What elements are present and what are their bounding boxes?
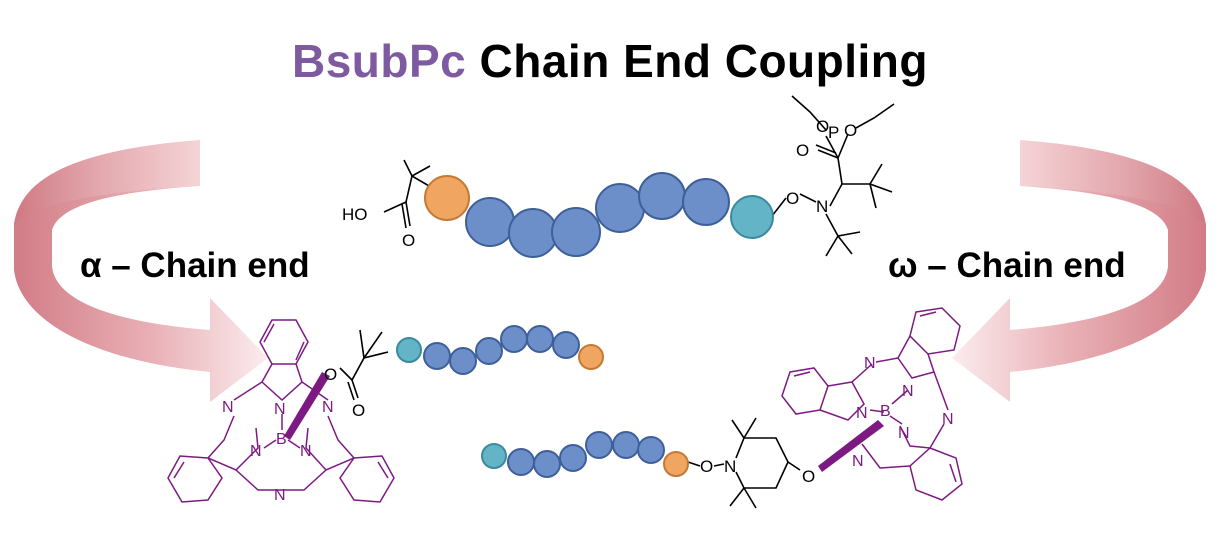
alpha-polymer-bead-3 [449, 347, 477, 375]
top-polymer-bead-1 [424, 175, 470, 221]
phosphoryl-oxygen-label: O [796, 141, 809, 160]
nitroxide-nitrogen-label: N [816, 197, 828, 216]
alpha-polymer-bead-2 [423, 342, 451, 370]
omega-nitrogen-inner-left: N [856, 405, 868, 422]
alpha-polymer-bead-4 [475, 337, 503, 365]
alpha-nitrogen-bottom: N [274, 487, 286, 504]
top-polymer-bead-4 [551, 207, 601, 257]
omega-polymer-beads [481, 431, 689, 478]
ester-oxygen-label-b: O [844, 121, 857, 140]
omega-linker-atoms: O N O [700, 457, 815, 486]
omega-nitrogen-top: N [864, 355, 876, 372]
omega-polymer-bead-4 [559, 444, 587, 472]
omega-nitrogen-inner-bottom: N [898, 425, 910, 442]
alpha-chain-end-label: α – Chain end [80, 246, 310, 285]
alpha-linker [339, 329, 389, 401]
omega-nitrogen-bottom: N [852, 453, 864, 470]
omega-aminoxy-oxygen: O [700, 457, 713, 476]
alpha-polymer-bead-5 [500, 325, 528, 353]
alpha-nitrogen-top: N [274, 401, 286, 418]
top-polymer-bead-6 [638, 172, 686, 220]
hydroxyl-label: HO [342, 205, 368, 224]
alpha-nitrogen-inner-left: N [250, 443, 262, 460]
top-polymer-bead-5 [595, 183, 645, 233]
alpha-polymer-bead-8 [578, 344, 604, 370]
omega-linker [687, 417, 801, 509]
alpha-nitrogen-right: N [322, 399, 334, 416]
left-curved-arrow [14, 140, 268, 402]
omega-polymer-bead-1 [481, 443, 507, 469]
omega-polymer-bead-7 [637, 436, 665, 464]
alpha-polymer-bead-6 [526, 325, 554, 353]
top-polymer-bead-3 [508, 208, 558, 258]
alpha-bsubpc-atoms: N N N B N N N [222, 399, 334, 504]
alpha-nitrogen-inner-right: N [300, 443, 312, 460]
top-polymer-bead-7 [682, 178, 730, 226]
omega-piperidine-nitrogen: N [724, 457, 736, 476]
phosphorus-label: P [828, 123, 839, 142]
ester-oxygen-label-a: O [816, 117, 829, 136]
alpha-carbonyl-oxygen: O [352, 401, 365, 420]
alpha-ester-oxygen: O [324, 365, 337, 384]
top-polymer-structure [383, 95, 895, 257]
omega-polymer-bead-3 [533, 450, 561, 478]
omega-nitrogen-right: N [942, 411, 954, 428]
alpha-polymer-bead-7 [552, 331, 580, 359]
alpha-boron: B [276, 431, 287, 448]
top-polymer-bead-8 [730, 195, 774, 239]
omega-polymer-bead-2 [507, 448, 535, 476]
alpha-linker-atoms: O O [324, 365, 365, 420]
right-curved-arrow [952, 140, 1206, 402]
omega-boron: B [880, 403, 891, 420]
top-polymer-atoms: HO O O N P O O O [342, 117, 857, 250]
omega-polymer-bead-5 [585, 431, 613, 459]
page-title: BsubPc Chain End Coupling [0, 34, 1220, 88]
omega-ether-oxygen: O [802, 467, 815, 486]
omega-bsubpc-atoms: N N N B N N N [852, 355, 954, 470]
alpha-bsubpc-core [167, 319, 395, 503]
alpha-polymer-beads [396, 325, 604, 375]
top-polymer-bead-2 [465, 197, 515, 247]
omega-chain-end-label: ω – Chain end [888, 246, 1126, 285]
omega-bsubpc-core [781, 307, 963, 501]
top-polymer-beads [424, 172, 774, 258]
title-rest: Chain End Coupling [479, 35, 929, 87]
omega-polymer-bead-8 [663, 451, 689, 477]
nitroxide-oxygen-label: O [786, 189, 799, 208]
alpha-nitrogen-left: N [222, 399, 234, 416]
carbonyl-oxygen-label: O [402, 231, 415, 250]
title-highlight: BsubPc [291, 35, 467, 87]
omega-polymer-bead-6 [612, 431, 640, 459]
alpha-polymer-bead-1 [396, 337, 422, 363]
omega-nitrogen-inner-top: N [902, 383, 914, 400]
